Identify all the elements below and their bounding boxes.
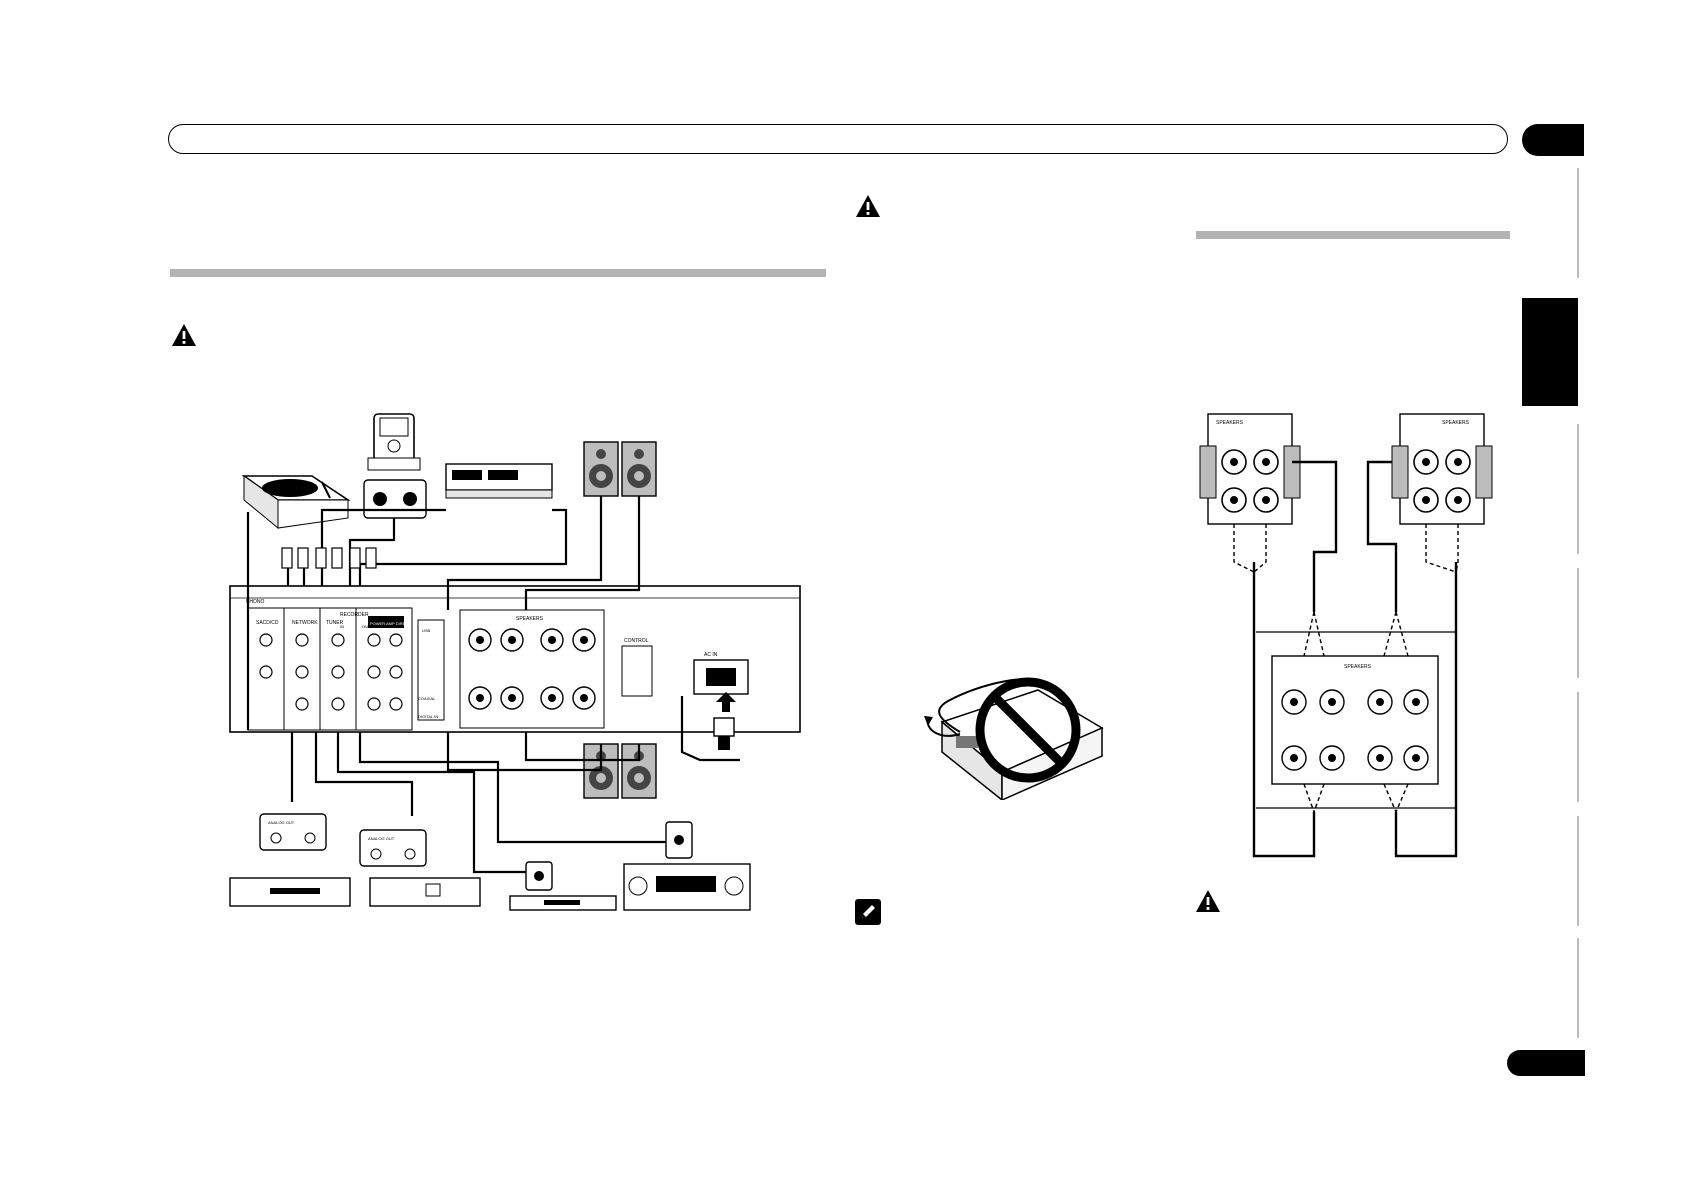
warning-triangle-icon <box>172 324 196 346</box>
ipod-dock-device <box>363 413 427 519</box>
label-out: OUT <box>362 624 371 629</box>
label-power-amp-direct: POWER AMP DIRECT <box>370 621 411 626</box>
section-heading-bar <box>170 269 826 277</box>
label-phono: PHONO <box>246 599 264 605</box>
power-plug <box>713 692 736 750</box>
label-speakers-left: SPEAKERS <box>1216 420 1244 426</box>
label-analog-out-2: ANALOG OUT <box>368 836 395 841</box>
warning-triangle-icon <box>856 195 880 217</box>
label-speakers-amp: SPEAKERS <box>1344 664 1372 670</box>
side-rule <box>1577 568 1579 678</box>
bi-amp-speaker-diagram: SPEAKERS SPEAKERS SPEAKERS <box>1199 413 1493 858</box>
tuner-device <box>509 861 617 911</box>
label-ac-in: AC IN <box>704 652 718 658</box>
speaker-cables <box>1252 460 1458 858</box>
side-rule <box>1577 424 1579 554</box>
speaker-terminal-left: SPEAKERS <box>1199 413 1301 525</box>
turntable-device <box>241 475 351 530</box>
prohibited-icon <box>975 677 1081 783</box>
label-usb: USB <box>422 628 431 633</box>
section-heading-bar <box>1196 231 1510 239</box>
source-cables <box>290 732 666 874</box>
label-control: CONTROL <box>624 638 649 644</box>
av-receiver-device <box>623 821 751 911</box>
label-speakers-right: SPEAKERS <box>1442 420 1470 426</box>
dashed-wire-paths <box>1233 524 1459 813</box>
pencil-note-icon <box>855 899 881 925</box>
speaker-terminal-right: SPEAKERS <box>1391 413 1493 525</box>
label-coaxial: COAXIAL <box>418 696 436 701</box>
label-analog-out-1: ANALOG OUT <box>268 820 295 825</box>
connection-diagram: PHONO RECORDER SACD/CD NETWORK TUNER POW… <box>229 413 801 911</box>
cassette-deck-device <box>445 463 553 499</box>
header-bar <box>168 124 1508 154</box>
label-network: NETWORK <box>292 620 318 626</box>
language-tab <box>1522 298 1578 406</box>
label-digital-in: DIGITAL IN <box>418 714 438 719</box>
label-recorder: RECORDER <box>340 612 369 618</box>
side-rule <box>1577 938 1579 1038</box>
label-tuner: TUNER <box>326 620 344 626</box>
page-number-tab <box>1507 1050 1585 1076</box>
warning-triangle-icon <box>1196 890 1220 912</box>
network-player-device: ANALOG OUT <box>359 829 481 907</box>
amplifier-speaker-terminals: SPEAKERS <box>1256 631 1456 809</box>
side-rule <box>1577 168 1579 278</box>
side-rule <box>1577 692 1579 802</box>
chapter-tab <box>1522 124 1584 156</box>
amplifier-rear-panel: PHONO RECORDER SACD/CD NETWORK TUNER POW… <box>229 585 801 733</box>
rca-plugs <box>281 547 377 569</box>
label-speakers: SPEAKERS <box>516 616 544 622</box>
prohibited-illustration <box>924 677 1104 800</box>
speaker-pair-top <box>583 441 657 497</box>
label-sacd-cd: SACD/CD <box>256 620 279 626</box>
bottom-speaker-cables <box>446 696 740 772</box>
sacd-player-device: ANALOG OUT <box>229 813 351 907</box>
label-in: IN <box>340 624 344 629</box>
side-rule <box>1577 816 1579 926</box>
